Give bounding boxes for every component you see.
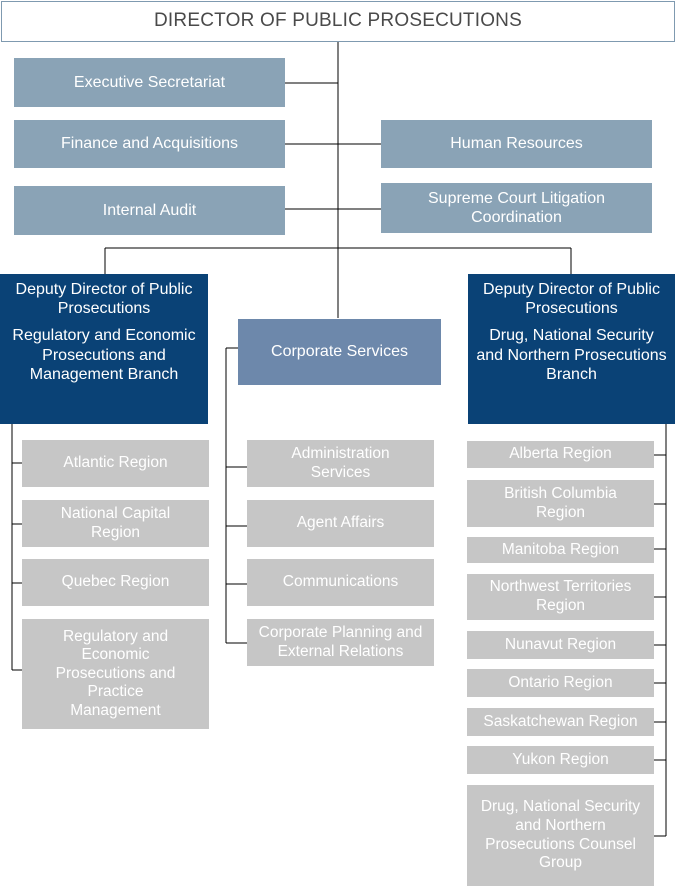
finance-acquisitions-label: Finance and Acquisitions [61, 135, 238, 153]
human-resources-box: Human Resources [381, 120, 652, 168]
quebec-region-label: Quebec Region [61, 573, 170, 591]
deputy-left-title: Deputy Director of Public Prosecutions [15, 281, 193, 318]
counsel-group-label: Drug, National Security and Northern Pro… [480, 798, 641, 872]
saskatchewan-region-box: Saskatchewan Region [467, 708, 654, 736]
corporate-services-box: Corporate Services [238, 319, 441, 385]
administration-services-label: Administration Services [291, 444, 390, 481]
northwest-territories-region-box: Northwest Territories Region [467, 574, 654, 620]
human-resources-label: Human Resources [450, 135, 583, 153]
northwest-territories-region-label: Northwest Territories Region [489, 578, 632, 614]
deputy-left-branch: Regulatory and Economic Prosecutions and… [12, 327, 196, 383]
corporate-services-label: Corporate Services [271, 343, 408, 361]
national-capital-region-label: National Capital Region [60, 504, 171, 541]
supreme-court-box: Supreme Court Litigation Coordination [381, 183, 652, 233]
ontario-region-label: Ontario Region [508, 673, 613, 691]
administration-services-box: Administration Services [247, 440, 434, 487]
nunavut-region-box: Nunavut Region [467, 631, 654, 659]
internal-audit-label: Internal Audit [102, 201, 197, 219]
counsel-group-box: Drug, National Security and Northern Pro… [467, 785, 654, 886]
regulatory-economic-practice-label: Regulatory and Economic Prosecutions and… [55, 627, 176, 719]
regulatory-economic-practice-box: Regulatory and Economic Prosecutions and… [22, 619, 209, 729]
internal-audit-box: Internal Audit [14, 186, 285, 235]
agent-affairs-label: Agent Affairs [296, 514, 385, 532]
atlantic-region-box: Atlantic Region [22, 440, 209, 487]
alberta-region-label: Alberta Region [509, 445, 612, 463]
director-box: DIRECTOR OF PUBLIC PROSECUTIONS [1, 1, 675, 42]
director-title: DIRECTOR OF PUBLIC PROSECUTIONS [154, 10, 522, 32]
atlantic-region-label: Atlantic Region [63, 454, 168, 472]
british-columbia-region-label: British Columbia Region [504, 484, 617, 521]
finance-acquisitions-box: Finance and Acquisitions [14, 120, 285, 168]
deputy-left-box: Deputy Director of Public Prosecutions R… [0, 274, 208, 424]
supreme-court-label: Supreme Court Litigation Coordination [428, 189, 605, 226]
deputy-right-branch: Drug, National Security and Northern Pro… [476, 327, 667, 383]
executive-secretariat-label: Executive Secretariat [73, 73, 226, 91]
british-columbia-region-box: British Columbia Region [467, 480, 654, 527]
nunavut-region-label: Nunavut Region [504, 635, 617, 653]
deputy-right-title: Deputy Director of Public Prosecutions [483, 281, 660, 318]
manitoba-region-box: Manitoba Region [467, 537, 654, 563]
yukon-region-box: Yukon Region [467, 746, 654, 774]
saskatchewan-region-label: Saskatchewan Region [483, 712, 638, 730]
manitoba-region-label: Manitoba Region [501, 540, 620, 558]
ontario-region-box: Ontario Region [467, 669, 654, 697]
yukon-region-label: Yukon Region [512, 750, 609, 768]
national-capital-region-box: National Capital Region [22, 500, 209, 547]
corporate-planning-box: Corporate Planning and External Relation… [247, 619, 434, 666]
alberta-region-box: Alberta Region [467, 441, 654, 468]
executive-secretariat-box: Executive Secretariat [14, 58, 285, 107]
quebec-region-box: Quebec Region [22, 559, 209, 606]
corporate-planning-label: Corporate Planning and External Relation… [258, 623, 423, 660]
communications-label: Communications [282, 573, 399, 591]
deputy-right-box: Deputy Director of Public Prosecutions D… [468, 274, 675, 424]
agent-affairs-box: Agent Affairs [247, 500, 434, 547]
communications-box: Communications [247, 559, 434, 606]
